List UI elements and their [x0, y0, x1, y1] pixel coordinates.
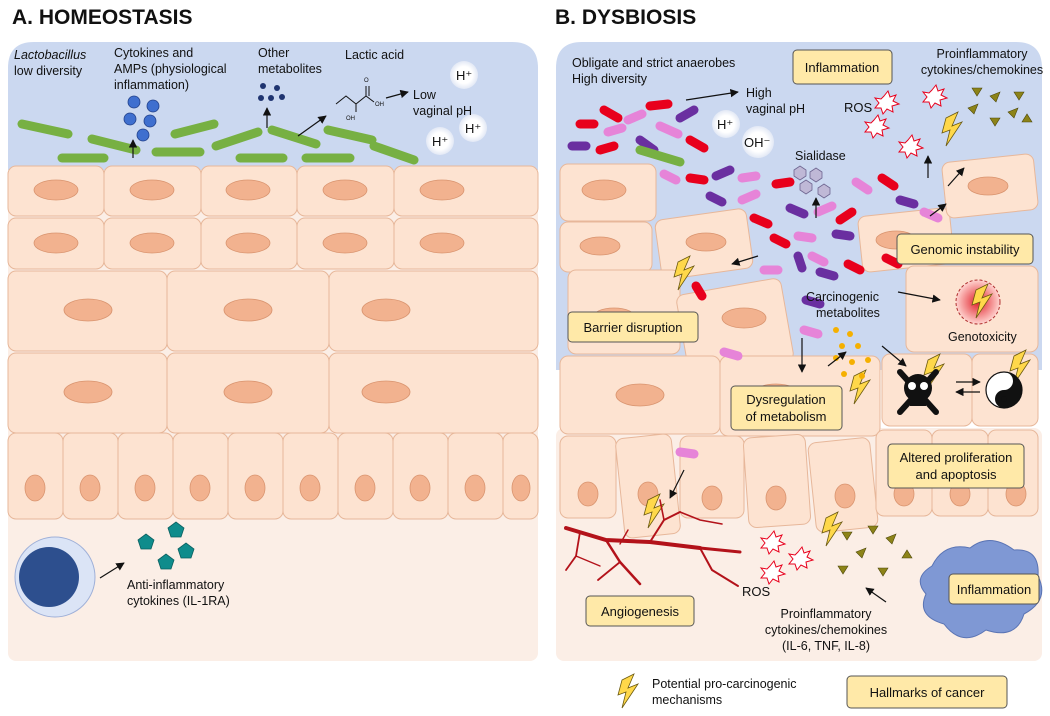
other-metabolites-line-2: metabolites	[258, 62, 322, 76]
genomic-instability-label: Genomic instability	[910, 242, 1020, 257]
h-plus-label: H⁺	[432, 134, 448, 149]
lactobacillus-rods	[17, 119, 419, 165]
low-vaginal-ph-line-2: vaginal pH	[413, 104, 472, 118]
skull-icon	[897, 369, 939, 415]
blood-vessels	[564, 499, 742, 587]
proinflammatory-triangles-bottom	[837, 525, 913, 577]
yin-yang-icon	[985, 371, 1023, 409]
lactobacillus-label: Lactobacillus	[14, 48, 86, 62]
barrier-disruption-box	[567, 311, 699, 343]
cytokines-amps-line-2: AMPs (physiological	[114, 62, 227, 76]
proinflammatory-top-line-2: cytokines/chemokines	[921, 63, 1043, 77]
legend-potential-line-2: mechanisms	[652, 693, 722, 707]
ph-ions-b	[712, 110, 774, 158]
dysregulation-box	[730, 385, 843, 431]
other-metabolites-line-1: Other	[258, 46, 289, 60]
panel-a-header: A. HOMEOSTASIS	[12, 6, 192, 29]
svg-text:O: O	[364, 78, 369, 84]
cytokines-amps-line-1: Cytokines and	[114, 46, 193, 60]
amp-particles	[123, 95, 160, 142]
inflammation-top-box	[792, 49, 893, 85]
panel-b: H⁺ OH⁻	[556, 42, 1043, 661]
legend-lightning-icon	[617, 673, 640, 709]
carcinogenic-line-1: Carcinogenic	[806, 290, 879, 304]
svg-text:OH: OH	[346, 116, 355, 122]
altered-proliferation-line-1: Altered proliferation	[900, 450, 1013, 465]
altered-proliferation-box	[887, 443, 1025, 489]
proinflammatory-triangles-top	[967, 87, 1033, 127]
proinflammatory-bottom-line-2: cytokines/chemokines	[765, 623, 887, 637]
sialidase-label: Sialidase	[795, 149, 846, 163]
ros-top-label: ROS	[844, 100, 873, 115]
legend-hallmarks-label: Hallmarks of cancer	[870, 685, 986, 700]
oh-minus-label: OH⁻	[744, 135, 770, 150]
carcinogenic-line-2: metabolites	[816, 306, 880, 320]
proinflammatory-bottom-line-1: Proinflammatory	[781, 607, 873, 621]
legend-hallmarks-box	[846, 675, 1008, 709]
ros-bottom-label: ROS	[742, 584, 771, 599]
anaerobes-line-1: Obligate and strict anaerobes	[572, 56, 735, 70]
proinflammatory-top-line-1: Proinflammatory	[937, 47, 1029, 61]
epithelium-a	[7, 165, 539, 520]
hallmark-boxes	[567, 49, 1040, 709]
anaerobes-line-2: High diversity	[572, 72, 648, 86]
low-diversity-label: low diversity	[14, 64, 83, 78]
panel-b-header: B. DYSBIOSIS	[555, 6, 696, 29]
svg-text:OH: OH	[375, 102, 384, 108]
proinflammatory-bottom-line-3: (IL-6, TNF, IL-8)	[782, 639, 870, 653]
genomic-instability-box	[896, 233, 1034, 265]
angiogenesis-label: Angiogenesis	[601, 604, 680, 619]
legend-potential-line-1: Potential pro-carcinogenic	[652, 677, 797, 691]
legend: Potential pro-carcinogenic mechanisms Ha…	[617, 673, 986, 709]
immune-cell	[14, 536, 96, 618]
dysregulation-line-2: of metabolism	[746, 409, 827, 424]
inflammation-top-label: Inflammation	[805, 60, 879, 75]
lactic-acid-structure	[335, 86, 375, 112]
altered-proliferation-line-2: and apoptosis	[916, 467, 997, 482]
anti-inflammatory-line-1: Anti-inflammatory	[127, 578, 225, 592]
panel-a: O OH OH H⁺ H⁺ H⁺ Lactobacillus low diver…	[7, 42, 539, 661]
dysregulation-line-1: Dysregulation	[746, 392, 826, 407]
sialidase-molecules	[793, 165, 831, 199]
h-plus-b-label: H⁺	[717, 117, 733, 132]
anaerobe-rods	[567, 99, 943, 459]
angiogenesis-box	[585, 595, 695, 627]
high-vaginal-ph-line-2: vaginal pH	[746, 102, 805, 116]
genotoxicity-label: Genotoxicity	[948, 330, 1018, 344]
h-plus-ions-a	[426, 61, 487, 155]
high-vaginal-ph-line-1: High	[746, 86, 772, 100]
inflammation-bottom-box	[948, 573, 1040, 605]
inflammation-bottom-label: Inflammation	[957, 582, 1031, 597]
barrier-disruption-label: Barrier disruption	[584, 320, 683, 335]
anti-inflammatory-line-2: cytokines (IL-1RA)	[127, 594, 230, 608]
low-vaginal-ph-line-1: Low	[413, 88, 437, 102]
ros-bursts-bottom	[759, 529, 815, 586]
genotoxicity-marker	[955, 279, 1001, 325]
ros-bursts-top	[863, 83, 949, 160]
h-plus-label: H⁺	[465, 121, 481, 136]
h-plus-label: H⁺	[456, 68, 472, 83]
cytokines-amps-line-3: inflammation)	[114, 78, 189, 92]
anti-inflammatory-cytokines	[137, 521, 195, 570]
panel-b-labels: Obligate and strict anaerobes High diver…	[572, 47, 1043, 653]
lactic-acid-label: Lactic acid	[345, 48, 404, 62]
metabolite-dots	[258, 83, 285, 101]
